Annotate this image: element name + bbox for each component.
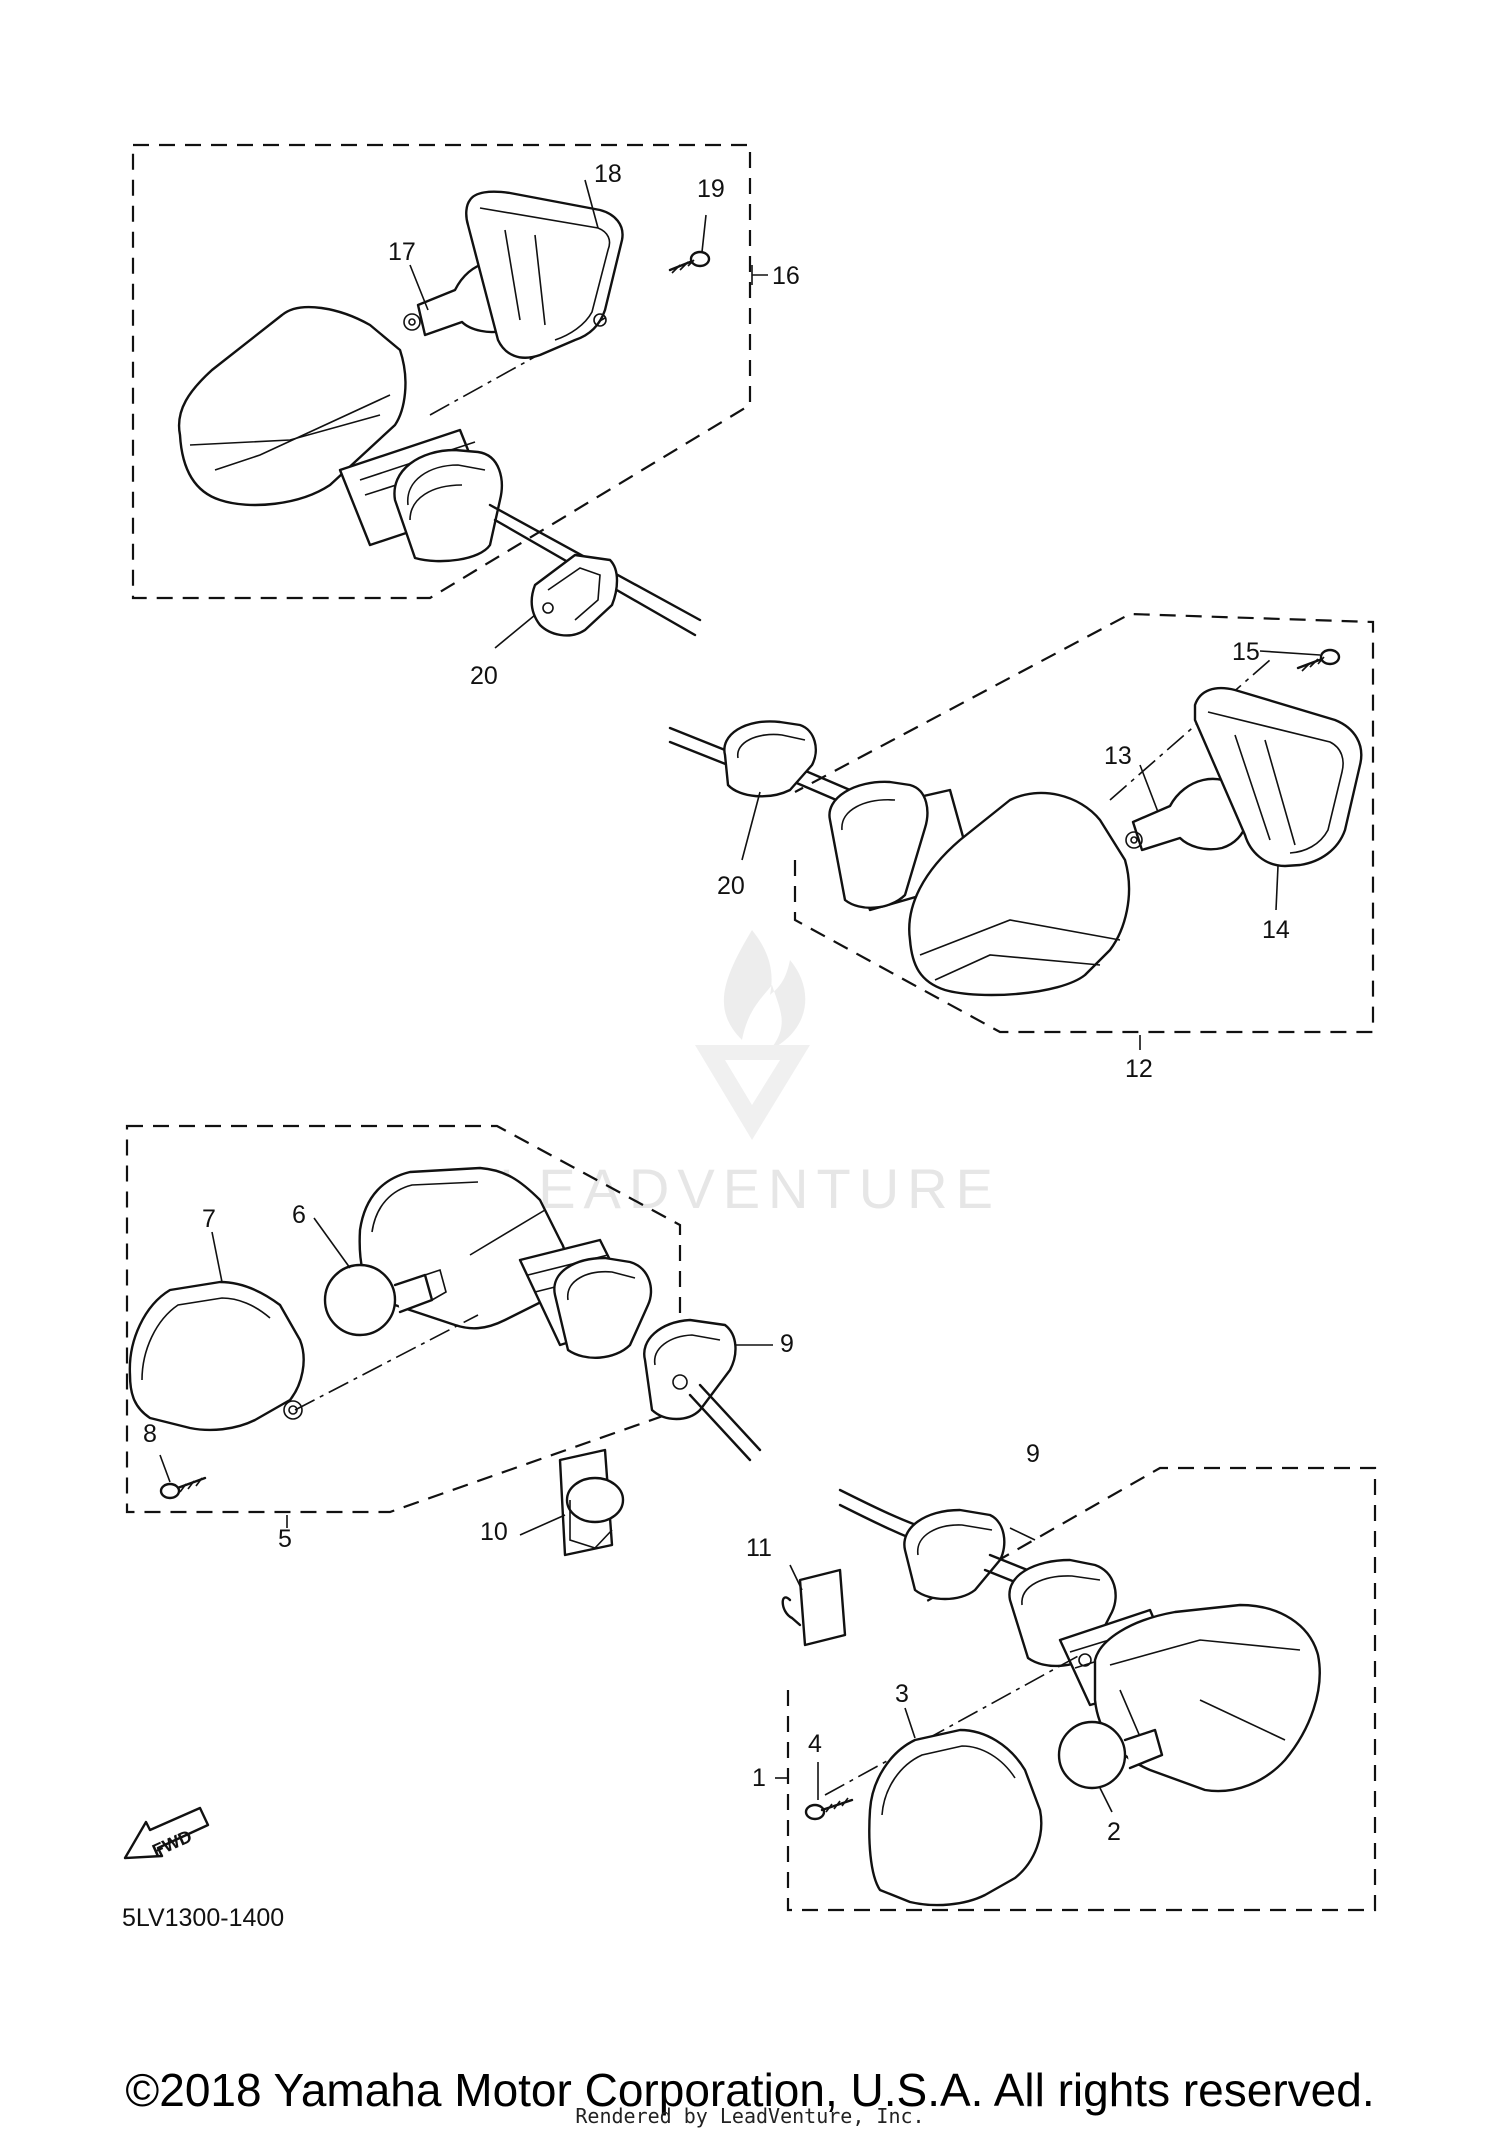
- screw-15: [1296, 648, 1341, 672]
- turn-signal-assembly-5: [125, 1124, 762, 1557]
- socket-cover-11: [781, 1568, 847, 1647]
- callout-19: 19: [697, 175, 725, 203]
- lens-cover-7: [128, 1280, 305, 1432]
- clip-9-left: [643, 1318, 737, 1421]
- callout-1: 1: [752, 1764, 766, 1792]
- callout-11: 11: [746, 1534, 772, 1562]
- callout-12: 12: [1125, 1055, 1153, 1083]
- callout-7: 7: [202, 1205, 216, 1233]
- callout-18: 18: [594, 160, 622, 188]
- turn-signal-assembly-1: [781, 1466, 1377, 1912]
- screw-4: [804, 1797, 854, 1821]
- bracket-10: [558, 1448, 625, 1557]
- callout-14: 14: [1262, 916, 1290, 944]
- lens-cover-18: [465, 190, 624, 359]
- screw-8: [159, 1476, 207, 1500]
- callout-20-top: 20: [470, 662, 498, 690]
- diagram-code: 5LV1300-1400: [122, 1904, 285, 1932]
- callout-4: 4: [808, 1730, 822, 1758]
- callout-2: 2: [1107, 1818, 1121, 1846]
- rendered-by-credit: Rendered by LeadVenture, Inc.: [575, 2104, 925, 2128]
- watermark-logo: [695, 930, 810, 1140]
- callout-13: 13: [1104, 742, 1132, 770]
- turn-signal-assembly-16: [131, 143, 752, 637]
- clip-9-right: [903, 1508, 1006, 1601]
- callout-15: 15: [1232, 638, 1260, 666]
- bulb-2: [1057, 1720, 1164, 1790]
- clip-20-top: [530, 553, 619, 637]
- callout-9-left: 9: [780, 1330, 794, 1358]
- callout-5: 5: [278, 1525, 292, 1553]
- fwd-arrow-icon: FWD: [123, 1806, 210, 1861]
- screw-19: [668, 250, 711, 274]
- clip-20-middle: [723, 720, 817, 798]
- lens-cover-14: [1193, 686, 1363, 868]
- callout-17: 17: [388, 238, 416, 266]
- callout-6: 6: [292, 1201, 306, 1229]
- callout-3: 3: [895, 1680, 909, 1708]
- watermark-text: LEADVENTURE: [499, 1157, 1001, 1220]
- callout-20-middle: 20: [717, 872, 745, 900]
- callout-10: 10: [480, 1518, 508, 1546]
- bulb-6: [323, 1263, 447, 1337]
- callout-16: 16: [772, 262, 800, 290]
- copyright-notice: ©2018 Yamaha Motor Corporation, U.S.A. A…: [125, 2064, 1375, 2116]
- turn-signal-assembly-12: [668, 612, 1375, 1034]
- callout-9-right: 9: [1026, 1440, 1040, 1468]
- lens-cover-3: [868, 1728, 1043, 1907]
- callout-8: 8: [143, 1420, 157, 1448]
